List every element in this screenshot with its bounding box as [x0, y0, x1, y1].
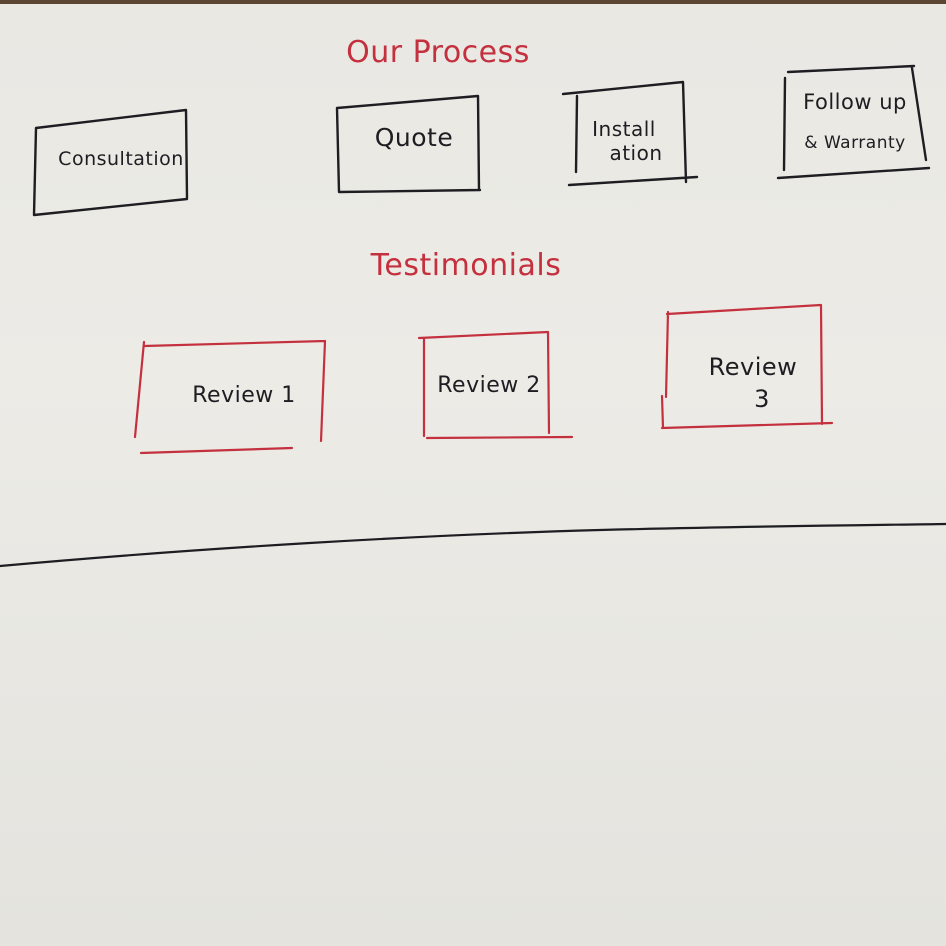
process-step-label: Consultation: [58, 148, 184, 170]
review-label: 3: [754, 385, 770, 413]
review-label: Review: [709, 353, 798, 381]
notebook-page: [0, 4, 946, 946]
process-step-label: Install: [592, 117, 656, 141]
process-step-quote: Quote: [335, 94, 482, 194]
process-step-consultation: Consultation: [32, 108, 189, 217]
process-step-label: ation: [609, 141, 662, 165]
process-step-follow-up-warranty: Follow up & Warranty: [776, 64, 931, 180]
testimonials-heading: Testimonials: [370, 248, 562, 283]
process-step-label: & Warranty: [804, 133, 905, 153]
process-heading: Our Process: [346, 35, 530, 70]
review-label: Review 2: [437, 373, 540, 398]
review-label: Review 1: [192, 383, 295, 408]
section-divider: [0, 522, 946, 568]
review-card-2: Review 2: [417, 330, 574, 440]
review-card-1: Review 1: [133, 339, 327, 455]
process-step-installation: Install ation: [561, 80, 699, 187]
review-card-3: Review 3: [660, 303, 834, 430]
process-step-label: Quote: [375, 123, 454, 152]
process-step-label: Follow up: [803, 90, 907, 114]
